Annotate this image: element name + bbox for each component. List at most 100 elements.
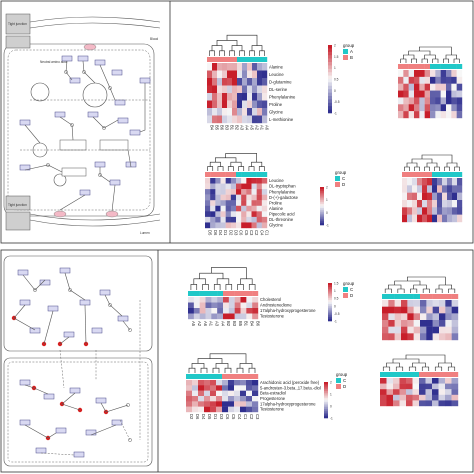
heatmap-cell: [457, 178, 463, 186]
heatmap-cell: [435, 90, 441, 98]
heatmap-cell: [216, 390, 223, 397]
heatmap-cell: [426, 313, 433, 321]
heatmap-cell: [230, 211, 237, 218]
heatmap-cell: [406, 389, 413, 395]
legend-swatch: [343, 293, 348, 298]
heatmap-cell: [457, 214, 463, 223]
heatmap-cell: [222, 390, 229, 397]
heatmap-cell: [382, 313, 389, 321]
heatmap-cell: [437, 185, 443, 193]
row-label: D-(+)-galactose: [269, 195, 299, 200]
legend-title: group: [343, 43, 355, 48]
scale-tick: 0.5: [334, 297, 339, 301]
heatmap-cell: [210, 396, 217, 402]
heatmap-cell: [437, 178, 443, 186]
group-bar-cell: [215, 172, 221, 177]
group-bar-cell: [398, 64, 404, 69]
group-bar-cell: [217, 57, 223, 62]
heatmap-cell: [246, 297, 253, 303]
heatmap-cell: [432, 178, 438, 186]
heatmap-cell: [419, 104, 425, 112]
group-bar-cell: [457, 172, 463, 177]
heatmap-cell: [234, 313, 241, 320]
group-bar-cell: [252, 291, 259, 296]
heatmap-cell: [199, 302, 206, 309]
heatmap-cell: [193, 297, 200, 303]
scale-tick: -1: [334, 320, 337, 324]
heatmap-cell: [212, 85, 218, 94]
heatmap-cell: [211, 302, 218, 309]
heatmap-cell: [247, 93, 253, 101]
heatmap-cell: [401, 320, 408, 327]
heatmap-cell: [419, 383, 426, 390]
heatmap-cell: [452, 200, 458, 208]
group-bar-cell: [204, 374, 211, 379]
column-label: C4: [259, 230, 264, 236]
row-label: Proline: [269, 102, 283, 107]
heatmap-cell: [210, 385, 217, 391]
heatmap-cell: [445, 389, 452, 395]
column-label: A6: [265, 125, 270, 131]
heatmap-cell: [240, 390, 247, 397]
heatmap-cell: [228, 380, 235, 386]
group-bar-cell: [225, 172, 232, 177]
column-label: D2: [189, 414, 194, 420]
group-bar-cell: [430, 64, 436, 69]
heatmap-cell: [406, 383, 413, 390]
row-label: Alanine: [269, 65, 284, 70]
legend-item: D: [350, 293, 353, 298]
heatmap-cell: [251, 211, 257, 218]
heatmap-cell: [401, 326, 408, 334]
heatmap-cell: [252, 297, 259, 303]
group-bar-cell: [216, 374, 223, 379]
heatmap-cell: [412, 207, 418, 215]
heatmap-cell: [246, 189, 252, 195]
heatmap-cell: [414, 83, 420, 91]
heatmap-cell: [262, 100, 268, 109]
heatmap-cell: [257, 115, 263, 124]
column-label: D3: [233, 230, 238, 236]
group-bar-cell: [241, 172, 247, 177]
group-bar-cell: [252, 374, 259, 379]
heatmap-cell: [412, 400, 420, 407]
heatmap-cell: [230, 194, 237, 201]
heatmap-cell: [252, 313, 259, 320]
column-label: A5: [191, 321, 196, 327]
heatmap-cell: [210, 222, 216, 229]
legend-item: C: [342, 176, 345, 181]
scale-tick: 0: [334, 304, 336, 308]
heatmap-cell: [256, 200, 263, 206]
heatmap-cell: [227, 108, 233, 116]
heatmap-cell: [236, 183, 242, 190]
heatmap-cell: [232, 63, 238, 71]
heatmap-cell: [252, 100, 258, 109]
heatmap-cell: [237, 108, 243, 116]
heatmap-cell: [212, 63, 218, 71]
column-label: B6: [220, 125, 225, 131]
heatmap-cell: [210, 183, 216, 190]
heatmap-cell: [210, 189, 216, 195]
heatmap-cell: [430, 104, 436, 112]
heatmap-cell: [413, 333, 421, 341]
heatmap-cell: [252, 401, 259, 407]
heatmap-cell: [212, 70, 218, 79]
heatmap-cell: [432, 378, 439, 384]
group-bar-cell: [446, 64, 452, 69]
legend-title: group: [335, 170, 347, 175]
heatmap-cell: [222, 115, 228, 124]
column-label: B2: [226, 321, 231, 327]
heatmap-cell: [198, 380, 205, 386]
heatmap-cell: [188, 302, 195, 309]
row-label: Leucine: [269, 72, 284, 77]
heatmap-cell: [242, 100, 248, 109]
heatmap-cell: [426, 320, 433, 327]
heatmap-cell: [399, 394, 407, 401]
heatmap-cell: [246, 406, 253, 413]
heatmap-cell: [236, 178, 242, 184]
heatmap-cell: [446, 104, 452, 112]
group-bar-cell: [240, 291, 247, 296]
heatmap-cell: [205, 189, 211, 195]
heatmap-cell: [419, 97, 425, 105]
heatmap-cell: [407, 214, 413, 223]
